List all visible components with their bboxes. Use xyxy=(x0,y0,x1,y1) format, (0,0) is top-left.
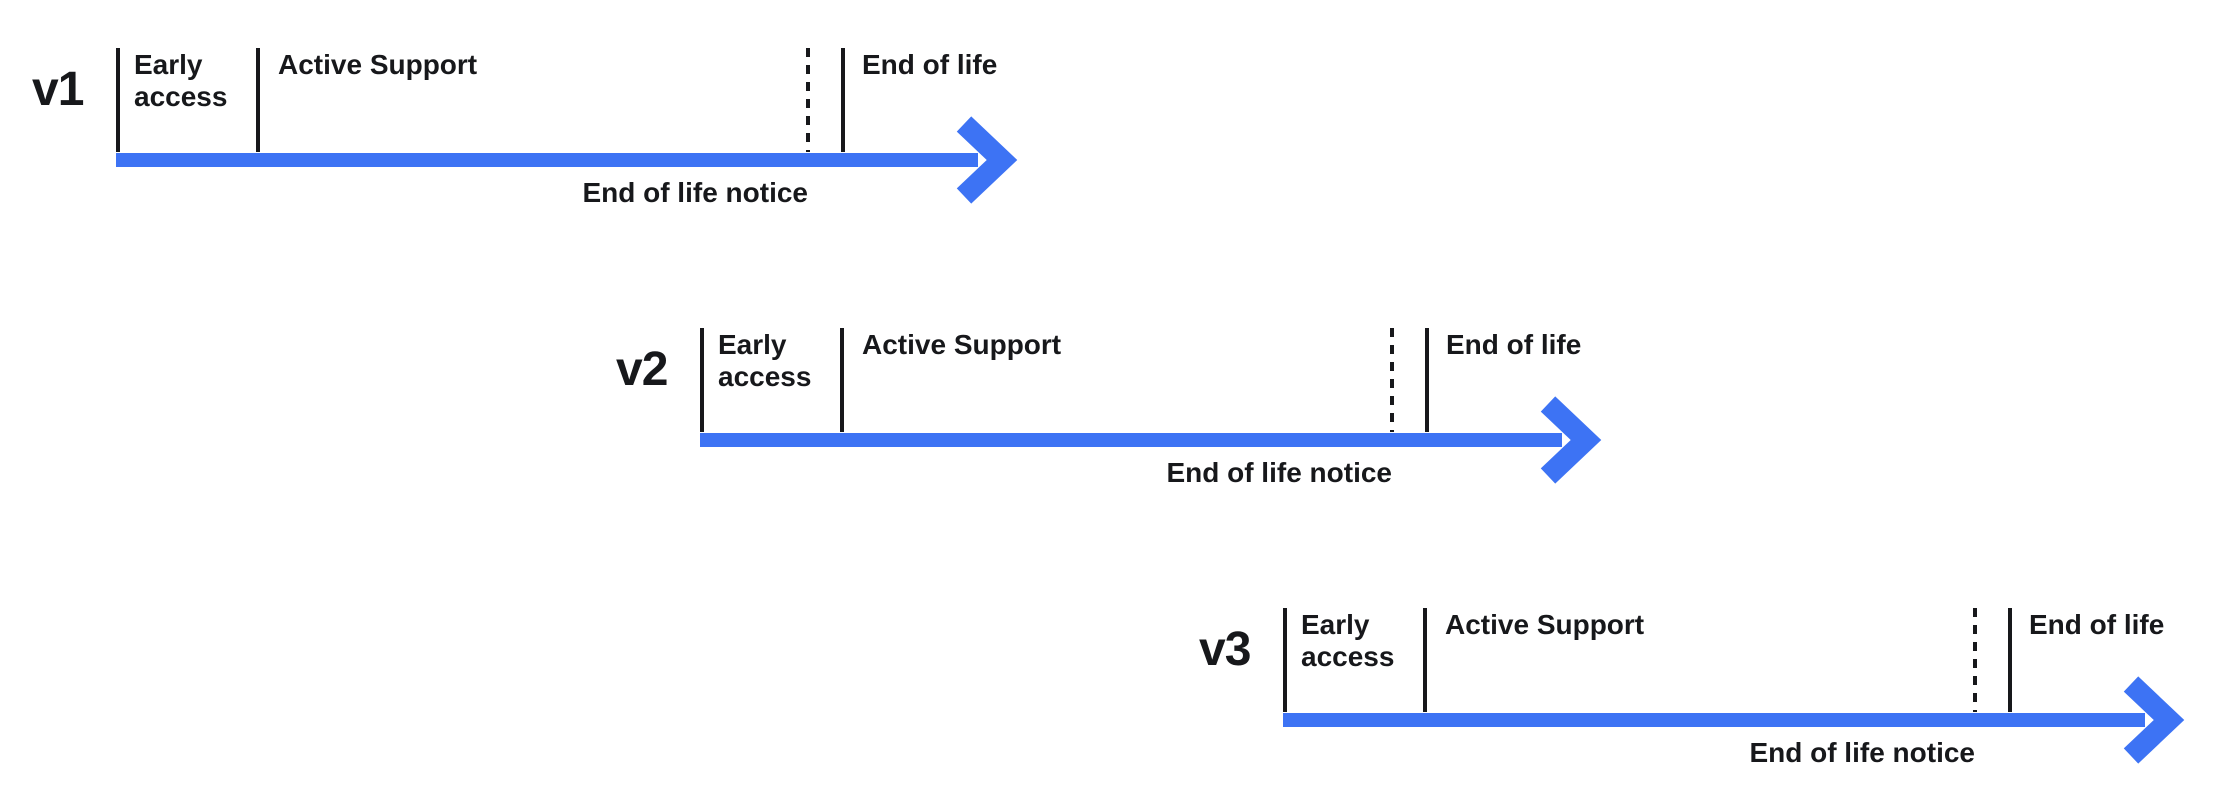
end-of-life-label: End of life xyxy=(1446,329,1582,360)
timeline-v1: v1 Early access Active Support End of li… xyxy=(28,40,1038,220)
timeline-v2: v2 Early access Active Support End of li… xyxy=(612,320,1622,500)
timeline-v2-graphics xyxy=(700,328,1602,484)
active-support-label: Active Support xyxy=(862,329,1062,360)
timeline-arrowhead-icon xyxy=(1540,396,1602,484)
early-access-label: Early access xyxy=(718,329,812,392)
early-access-label: Early access xyxy=(134,49,228,112)
early-access-label: Early access xyxy=(1301,609,1395,672)
timeline-arrowhead-icon xyxy=(956,116,1018,204)
end-of-life-notice-label: End of life notice xyxy=(582,177,808,208)
end-of-life-notice-label: End of life notice xyxy=(1166,457,1392,488)
version-label: v2 xyxy=(616,343,668,396)
end-of-life-notice-label: End of life notice xyxy=(1749,737,1975,768)
active-support-label: Active Support xyxy=(1445,609,1645,640)
active-support-label: Active Support xyxy=(278,49,478,80)
version-label: v1 xyxy=(32,63,84,116)
end-of-life-label: End of life xyxy=(2029,609,2165,640)
timeline-bar xyxy=(700,433,1562,447)
timeline-bar xyxy=(116,153,978,167)
timeline-bar xyxy=(1283,713,2145,727)
timeline-v3-graphics xyxy=(1283,608,2185,764)
timeline-v1-graphics xyxy=(116,48,1018,204)
timeline-arrowhead-icon xyxy=(2123,676,2185,764)
timeline-v3: v3 Early access Active Support End of li… xyxy=(1195,600,2205,780)
end-of-life-label: End of life xyxy=(862,49,998,80)
version-label: v3 xyxy=(1199,623,1251,676)
